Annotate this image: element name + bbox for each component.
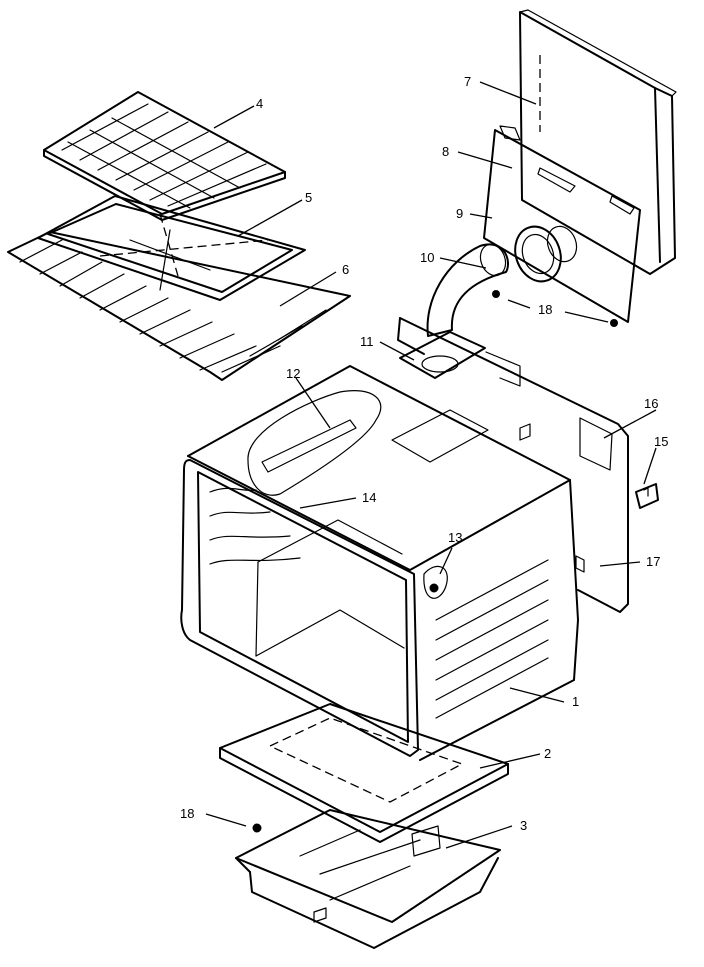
callout-17: 17 xyxy=(646,554,660,569)
part-broil-grid xyxy=(43,91,286,221)
callout-13: 13 xyxy=(448,530,462,545)
part-flue-flange xyxy=(399,331,486,379)
callout-10: 10 xyxy=(420,250,434,265)
callout-16: 16 xyxy=(644,396,658,411)
callout-15: 15 xyxy=(654,434,668,449)
sensor-icon xyxy=(429,583,439,593)
part-broil-pan xyxy=(37,195,306,301)
callout-5: 5 xyxy=(305,190,312,205)
callout-18b: 18 xyxy=(180,806,194,821)
callout-1: 1 xyxy=(572,694,579,709)
callout-labels: 1 2 3 4 5 6 7 8 9 10 11 12 13 14 15 16 1… xyxy=(180,74,668,833)
callout-12: 12 xyxy=(286,366,300,381)
part-oven-bottom xyxy=(219,703,509,843)
part-bracket-clip xyxy=(635,483,659,509)
callout-2: 2 xyxy=(544,746,551,761)
callout-3: 3 xyxy=(520,818,527,833)
callout-18a: 18 xyxy=(538,302,552,317)
part-rear-bracket xyxy=(397,317,629,613)
screw-icon xyxy=(610,319,618,327)
callout-4: 4 xyxy=(256,96,263,111)
part-duct-panel xyxy=(483,125,641,327)
callout-11: 11 xyxy=(360,334,374,349)
callout-8: 8 xyxy=(442,144,449,159)
part-back-panel xyxy=(519,9,677,275)
screw-icon xyxy=(492,290,500,298)
part-flue-elbow xyxy=(426,243,509,337)
callout-14: 14 xyxy=(362,490,376,505)
callout-9: 9 xyxy=(456,206,463,221)
part-oven-rack xyxy=(7,231,351,381)
leader-lines xyxy=(205,81,657,849)
callout-7: 7 xyxy=(464,74,471,89)
part-burner-box xyxy=(235,809,501,949)
part-oven-cavity xyxy=(180,365,579,761)
callout-6: 6 xyxy=(342,262,349,277)
screw-icon xyxy=(252,823,262,833)
